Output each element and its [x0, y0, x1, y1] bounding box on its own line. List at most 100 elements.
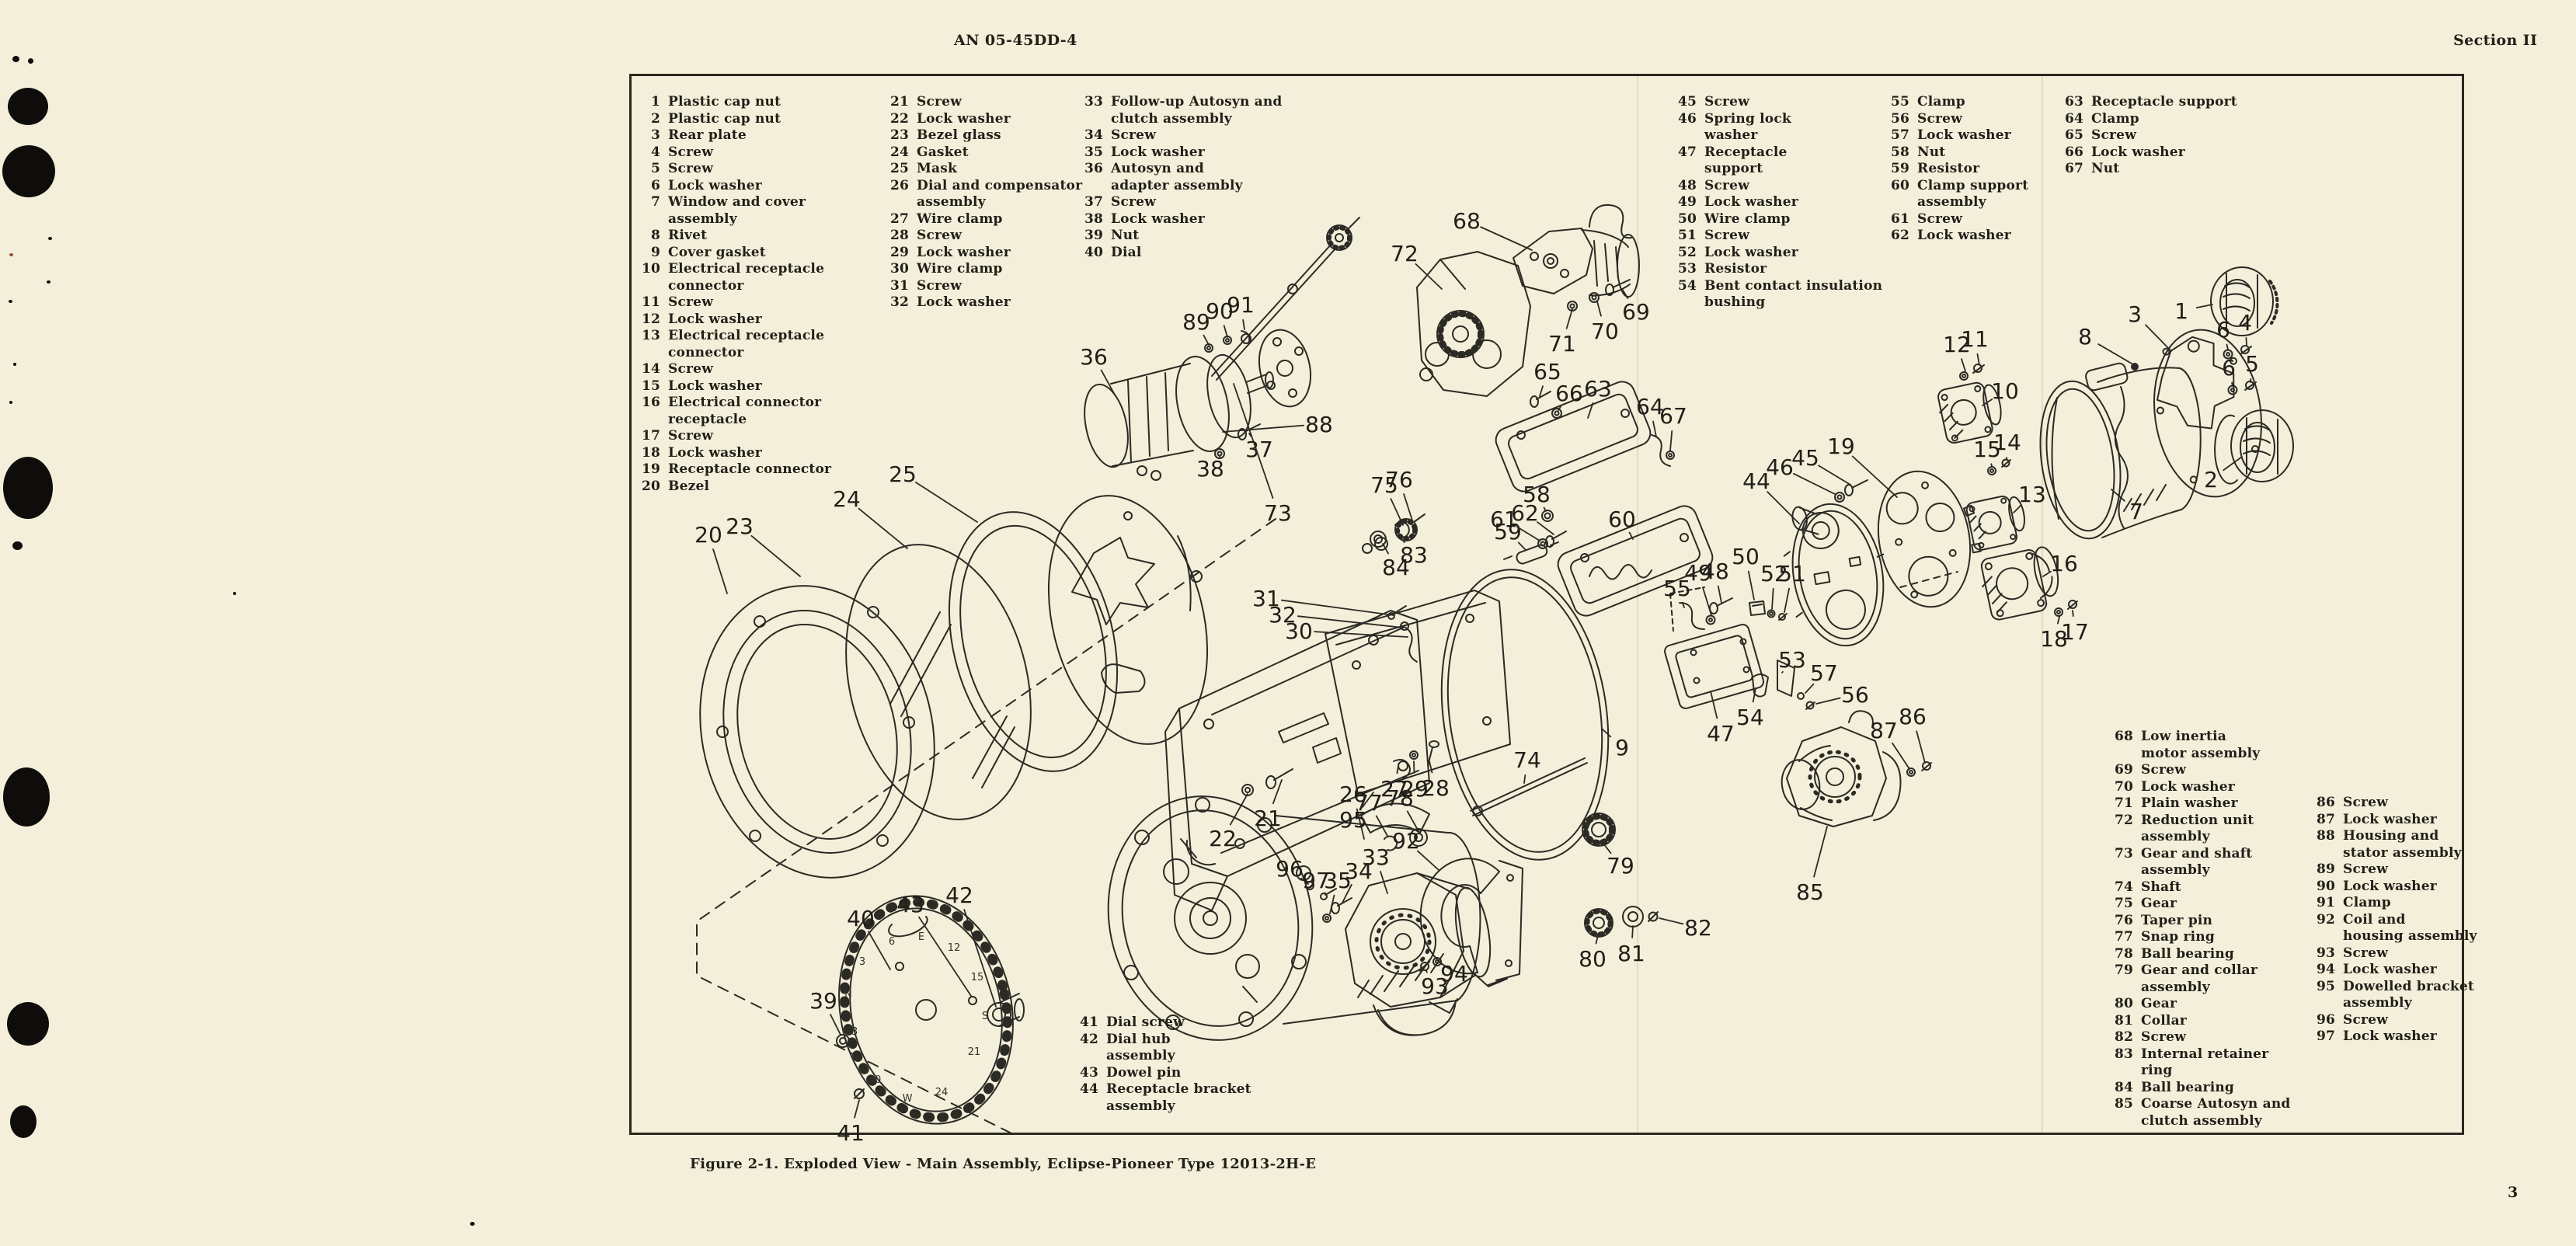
part-name: Screw: [668, 428, 714, 444]
part-name: Screw: [917, 94, 963, 110]
ink-blot: [12, 56, 19, 62]
ink-blot: [12, 541, 23, 550]
part-name: Lock washer: [917, 244, 1011, 260]
ink-blot: [10, 1105, 37, 1138]
part-name: Low inertia motor assembly: [2141, 729, 2261, 761]
part-name: Plastic cap nut: [668, 94, 782, 110]
part-number: 42: [1079, 1031, 1098, 1047]
part-number: 83: [2114, 1046, 2133, 1062]
part-item-75: 75 Gear: [2107, 896, 2290, 913]
part-number: 10: [641, 261, 660, 277]
part-name: Plastic cap nut: [668, 110, 782, 127]
part-name: Nut: [1111, 228, 1140, 243]
part-name: Lock washer: [1704, 244, 1798, 260]
part-number: 88: [2316, 828, 2335, 844]
part-name: Lock washer: [2343, 962, 2437, 977]
part-name: Receptacle support: [2091, 94, 2237, 110]
part-number: 13: [641, 328, 660, 343]
part-number: 60: [1890, 177, 1909, 193]
part-name: Coarse Autosyn and clutch assembly: [2141, 1096, 2291, 1129]
part-name: Mask: [917, 161, 957, 176]
part-name: Coil and housing assembly: [2343, 911, 2477, 945]
part-number: 63: [2064, 94, 2083, 110]
part-number: 28: [889, 228, 909, 243]
part-number: 78: [2114, 945, 2133, 962]
part-number: 20: [641, 478, 660, 494]
part-number: 70: [2114, 778, 2133, 795]
part-number: 95: [2316, 978, 2335, 994]
part-number: 68: [2114, 729, 2133, 744]
part-name: Gear: [2141, 896, 2177, 911]
ink-blot: [3, 457, 53, 519]
part-name: Bezel: [668, 478, 710, 494]
part-number: 40: [1084, 244, 1103, 260]
part-name: Lock washer: [2343, 811, 2437, 827]
part-name: Spring lock washer: [1704, 110, 1791, 144]
part-number: 69: [2114, 762, 2133, 778]
part-name: Lock washer: [1917, 127, 2011, 143]
part-number: 19: [641, 461, 660, 477]
part-item-68: 68 Low inertia motor assembly: [2107, 729, 2290, 762]
part-number: 29: [889, 244, 909, 260]
part-name: Shaft: [2141, 879, 2181, 895]
part-number: 85: [2114, 1096, 2133, 1112]
part-number: 65: [2064, 127, 2083, 143]
part-name: Taper pin: [2141, 912, 2213, 928]
part-name: Receptacle connector: [668, 461, 832, 477]
part-name: Lock washer: [1917, 228, 2011, 243]
part-name: Dowel pin: [1106, 1064, 1182, 1081]
part-name: Dowelled bracket assembly: [2343, 978, 2474, 1011]
part-number: 3: [650, 127, 660, 143]
part-name: Screw: [2141, 762, 2187, 778]
part-number: 55: [1890, 94, 1909, 110]
part-number: 86: [2316, 795, 2335, 810]
part-name: Screw: [1704, 177, 1750, 193]
part-name: Bezel glass: [917, 127, 1001, 143]
part-name: Reduction unit assembly: [2141, 812, 2254, 845]
part-name: Snap ring: [2141, 929, 2215, 945]
part-name: Lock washer: [668, 311, 762, 327]
part-name: Electrical receptacle connector: [668, 261, 825, 294]
ink-speck: [47, 280, 50, 284]
part-number: 14: [641, 361, 660, 377]
part-number: 75: [2114, 896, 2133, 911]
part-number: 80: [2114, 996, 2133, 1011]
part-number: 33: [1084, 94, 1103, 110]
part-name: Clamp support assembly: [1917, 177, 2029, 211]
part-name: Dial screw: [1106, 1015, 1185, 1030]
part-name: Electrical receptacle connector: [668, 328, 825, 360]
part-number: 62: [1890, 228, 1909, 243]
part-name: Nut: [2091, 161, 2120, 176]
part-number: 8: [650, 228, 660, 243]
part-name: Wire clamp: [1704, 211, 1791, 227]
paper-fold-line: [2042, 76, 2043, 1133]
